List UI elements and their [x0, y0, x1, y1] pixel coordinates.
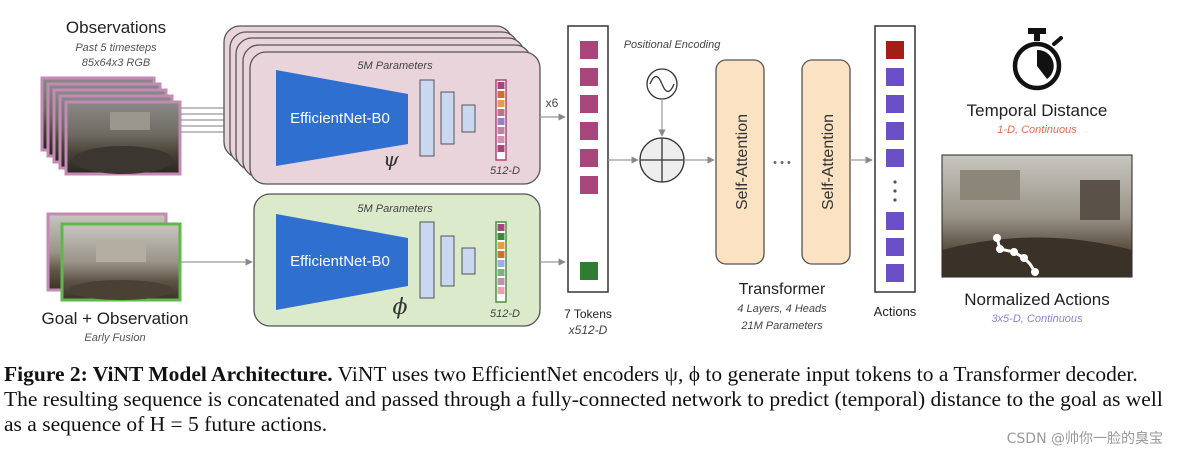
positional-encoding: Positional Encoding [608, 39, 722, 183]
goal-encoder-dim: 512-D [490, 308, 520, 320]
temporal-distance-output: Temporal Distance 1-D, Continuous [967, 28, 1108, 136]
action-token-5 [886, 212, 904, 230]
obs-token-6 [580, 176, 598, 194]
obs-token-1 [580, 41, 598, 59]
tokens-column: 7 Tokens x512-D [564, 25, 612, 337]
goal-layer-1 [419, 221, 435, 299]
observations-dims: 85x64x3 RGB [82, 57, 150, 69]
goal-layer-3 [461, 247, 476, 275]
obs-layer-3 [461, 104, 476, 133]
repeat-label: x6 [546, 96, 559, 110]
caption-figure-label: Figure 2: ViNT Model Architecture. [4, 362, 333, 386]
obs-token-5 [580, 149, 598, 167]
goal-encoder-params: 5M Parameters [357, 203, 433, 215]
observations-subtitle: Past 5 timesteps [75, 42, 157, 54]
distance-token [886, 41, 904, 59]
observations-title: Observations [66, 18, 166, 37]
tokens-sublabel: x512-D [568, 323, 608, 337]
transformer-spec-layers: 4 Layers, 4 Heads [737, 303, 827, 315]
obs-token-3 [580, 95, 598, 113]
action-token-4 [886, 149, 904, 167]
obs-encoder-params: 5M Parameters [357, 60, 433, 72]
stopwatch-icon [1012, 28, 1063, 91]
observation-frames [40, 76, 182, 176]
goal-layer-2 [440, 235, 455, 287]
phi-symbol: ϕ [393, 295, 408, 320]
obs-layer-1 [419, 79, 435, 157]
obs-efficientnet-block [276, 70, 408, 166]
normalized-actions-title: Normalized Actions [964, 290, 1110, 309]
normalized-actions-subtitle: 3x5-D, Continuous [991, 313, 1083, 325]
action-token-1 [886, 68, 904, 86]
action-token-6 [886, 238, 904, 256]
goal-encoder: 5M Parameters EfficientNet-B0 ϕ 512-D [253, 193, 566, 327]
obs-encoder-dim: 512-D [490, 165, 520, 177]
transformer-title: Transformer [739, 281, 826, 298]
tokens-label: 7 Tokens [564, 307, 612, 321]
actions-column: Actions [874, 25, 917, 319]
obs-token-4 [580, 122, 598, 140]
goal-encoder-name: EfficientNet-B0 [290, 253, 390, 270]
obs-layer-2 [440, 91, 455, 145]
goal-title: Goal + Observation [42, 309, 189, 328]
architecture-diagram: Observations Past 5 timesteps 85x64x3 RG… [40, 18, 1133, 344]
figure-caption: Figure 2: ViNT Model Architecture. ViNT … [4, 362, 1176, 437]
temporal-distance-title: Temporal Distance [967, 101, 1108, 120]
action-token-2 [886, 95, 904, 113]
action-token-7 [886, 264, 904, 282]
temporal-distance-subtitle: 1-D, Continuous [997, 124, 1077, 136]
psi-symbol: ψ [383, 147, 399, 171]
transformer: Self-Attention • • • Self-Attention Tran… [715, 59, 873, 332]
obs-embedding-vector [495, 79, 507, 161]
self-attention-layer-1 [715, 59, 765, 265]
watermark: CSDN @帅你一脸的臭宝 [1006, 431, 1163, 447]
self-attention-layer-2 [801, 59, 851, 265]
self-attention-label-1: Self-Attention [734, 114, 751, 210]
goal-subtitle: Early Fusion [84, 332, 145, 344]
obs-encoder-name: EfficientNet-B0 [290, 110, 390, 127]
action-token-3 [886, 122, 904, 140]
positional-encoding-label: Positional Encoding [624, 39, 722, 51]
caption-text: ViNT uses two EfficientNet encoders ψ, ϕ… [4, 362, 1163, 436]
goal-embedding-vector [495, 221, 507, 303]
observations-group: Observations Past 5 timesteps 85x64x3 RG… [40, 18, 238, 176]
obs-token-2 [580, 68, 598, 86]
transformer-spec-params: 21M Parameters [740, 320, 823, 332]
normalized-actions-output: Normalized Actions 3x5-D, Continuous [941, 154, 1133, 325]
goal-token [580, 262, 598, 280]
self-attention-label-2: Self-Attention [820, 114, 837, 210]
goal-group: Goal + Observation Early Fusion [42, 212, 253, 344]
transformer-ellipsis: • • • [773, 157, 791, 169]
observation-encoder: 5M Parameters EfficientNet-B0 ψ 512-D x6 [223, 25, 566, 185]
actions-label: Actions [874, 304, 917, 319]
goal-efficientnet-block [276, 214, 408, 310]
